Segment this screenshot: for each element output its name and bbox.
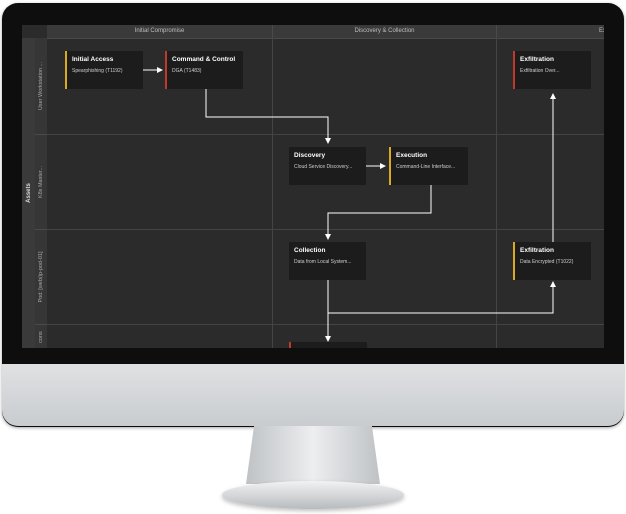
- grid-divider: [496, 38, 497, 348]
- card-title: Execution: [396, 152, 428, 159]
- arrow-connector: [205, 89, 331, 144]
- grid-divider: [47, 134, 604, 135]
- card-subtitle: DGA (T1483): [172, 68, 202, 74]
- monitor-stand-base: [222, 481, 404, 509]
- grid-divider: [272, 38, 273, 348]
- grid-divider: [47, 324, 604, 325]
- card-subtitle: Exfiltration Over...: [520, 68, 560, 74]
- row-label-partial[interactable]: cons: [35, 325, 47, 348]
- column-header-discovery-collection[interactable]: Discovery & Collection: [273, 25, 497, 39]
- flow-connectors: [143, 67, 556, 342]
- card-title: Exfiltration: [520, 56, 554, 63]
- tactic-card-collection[interactable]: Collection Data from Local System...: [289, 242, 366, 280]
- tactic-card-execution[interactable]: Execution Command-Line Interface...: [389, 147, 468, 185]
- column-header-exfiltration[interactable]: Ex: [497, 25, 604, 39]
- row-label-user-workstation[interactable]: User Workstation ...: [35, 38, 47, 135]
- grid-divider: [47, 229, 604, 230]
- tactic-card-initial-access[interactable]: Initial Access Spearphishing (T1192): [65, 51, 143, 89]
- monitor-stand-neck: [246, 426, 380, 484]
- tactic-card-exfiltration-top[interactable]: Exfiltration Exfiltration Over...: [513, 51, 591, 89]
- arrow-connector: [325, 185, 432, 240]
- card-subtitle: Command-Line Interface...: [396, 164, 456, 170]
- monitor-chin: [2, 364, 624, 426]
- arrow-connector: [328, 281, 556, 314]
- tactic-card-command-control[interactable]: Command & Control DGA (T1483): [165, 51, 243, 89]
- card-title: Command & Control: [172, 56, 236, 63]
- column-header-exfiltration-label: Ex: [598, 28, 604, 34]
- card-subtitle: Spearphishing (T1192): [72, 68, 123, 74]
- card-subtitle: Data Encrypted (T1022): [520, 259, 574, 265]
- card-title: Discovery: [294, 152, 326, 159]
- row-label-k8s-master[interactable]: K8s Master...: [35, 135, 47, 230]
- card-title: Initial Access: [72, 56, 114, 63]
- card-subtitle: Cloud Service Discovery...: [294, 164, 353, 170]
- attack-flow-screen: Initial Compromise Discovery & Collectio…: [22, 25, 604, 348]
- tactic-card-partial[interactable]: [289, 342, 367, 348]
- card-subtitle: Data from Local System...: [294, 259, 352, 265]
- tactic-card-exfiltration-bottom[interactable]: Exfiltration Data Encrypted (T1022): [513, 242, 591, 280]
- row-label-pod[interactable]: Pod: [web(ip-pod-01]: [35, 230, 47, 325]
- tactic-card-discovery[interactable]: Discovery Cloud Service Discovery...: [289, 147, 366, 185]
- card-title: Collection: [294, 247, 326, 254]
- card-title: Exfiltration: [520, 247, 554, 254]
- column-header-initial-compromise[interactable]: Initial Compromise: [47, 25, 273, 39]
